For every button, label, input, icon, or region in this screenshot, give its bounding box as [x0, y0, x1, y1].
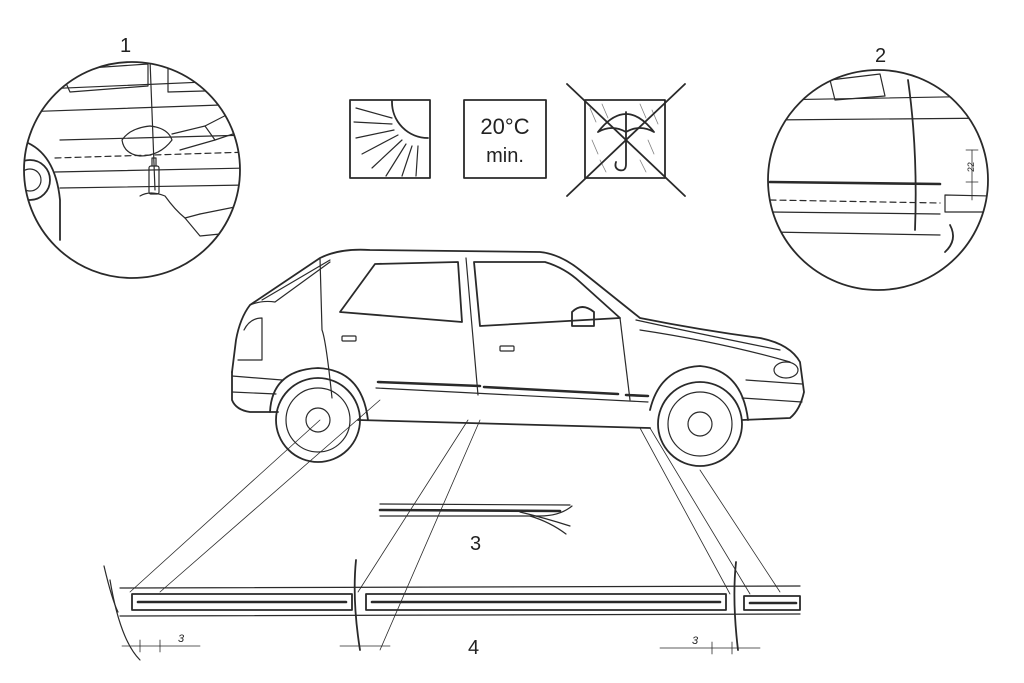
strip-placement-detail: 3 3	[103, 559, 801, 661]
projection-lines	[129, 399, 781, 651]
temperature-min-icon: 20°C min.	[463, 99, 547, 179]
tape-backing-detail	[378, 503, 573, 535]
car-side-view	[231, 248, 805, 467]
temperature-min-label: min.	[486, 145, 524, 167]
gap-dimension-left: 3	[178, 633, 185, 645]
step-label-1: 1	[120, 35, 131, 57]
step-label-3: 3	[470, 533, 481, 555]
umbrella-crossed-icon	[566, 83, 686, 197]
detail-circle-1-cleaning	[23, 61, 241, 279]
gap-dimension-right: 3	[692, 635, 699, 647]
step-label-4: 4	[468, 637, 479, 659]
step-label-2: 2	[875, 45, 886, 67]
sun-icon	[349, 99, 431, 179]
svg-text:22: 22	[966, 162, 976, 172]
detail-circle-2-positioning: 22	[767, 69, 989, 291]
temperature-value: 20°C	[480, 114, 529, 139]
